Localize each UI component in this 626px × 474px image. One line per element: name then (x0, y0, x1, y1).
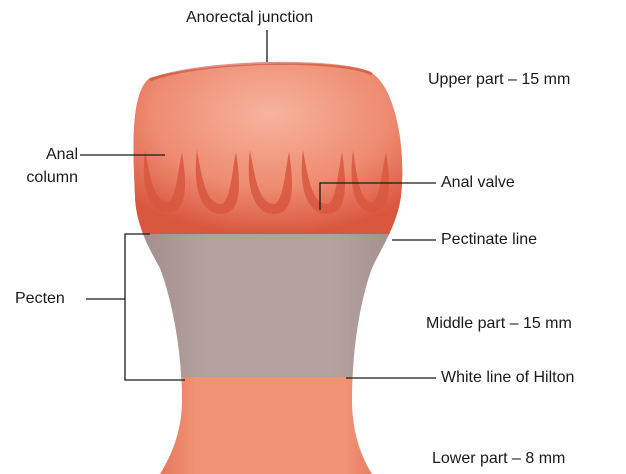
anorectal-junction-label: Anorectal junction (186, 8, 313, 28)
anal-valve-label: Anal valve (441, 173, 515, 193)
lower-part-label: Lower part – 8 mm (432, 449, 565, 469)
pecten-label: Pecten (15, 289, 65, 309)
middle-part-label: Middle part – 15 mm (426, 314, 572, 334)
pecten-zone (120, 234, 420, 377)
white-line-label: White line of Hilton (441, 368, 574, 388)
upper-part-label: Upper part – 15 mm (428, 70, 570, 90)
anal-column-label-line1: Anal (30, 145, 78, 165)
pectinate-line-label: Pectinate line (441, 230, 537, 250)
canal-body (120, 50, 420, 474)
anal-column-label-line2: column (18, 168, 78, 188)
